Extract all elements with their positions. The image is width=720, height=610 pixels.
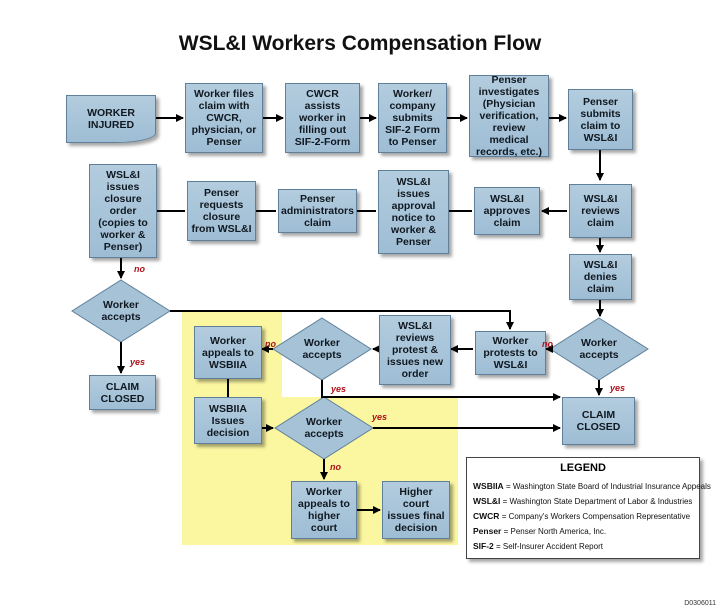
box-penser-submits: Penser submits claim to WSL&I — [568, 89, 633, 150]
box-cwcr-assists: CWCR assists worker in filling out SIF-2… — [285, 83, 360, 153]
box-worker-protests: Worker protests to WSL&I — [475, 331, 546, 375]
box-reviews-protest: WSL&I reviews protest & issues new order — [379, 315, 451, 385]
legend-abbr: SIF-2 — [473, 541, 494, 551]
page-title: WSL&I Workers Compensation Flow — [178, 32, 542, 55]
legend-abbr: Penser — [473, 526, 502, 536]
box-penser-requests-closure: Penser requests closure from WSL&I — [187, 181, 256, 241]
diamond-accepts-lower-label: Worker accepts — [304, 416, 344, 440]
legend-abbr: CWCR — [473, 511, 500, 521]
box-issues-closure-order: WSL&I issues closure order (copies to wo… — [89, 164, 157, 258]
legend: LEGEND WSBIIA = Washington State Board o… — [466, 457, 711, 559]
legend-abbr: WSBIIA — [473, 481, 504, 491]
box-wsbiia-decision: WSBIIA Issues decision — [194, 397, 262, 444]
diamond-accepts-right-label: Worker accepts — [579, 337, 619, 361]
edge-label-yes-lower: yes — [372, 412, 388, 422]
box-company-submits: Worker/ company submits SIF-2 Form to Pe… — [378, 83, 447, 153]
box-penser-administrators: Penser administrators claim — [278, 189, 357, 233]
legend-desc: = Company's Workers Compensation Represe… — [501, 512, 691, 521]
box-worker-injured: WORKER INJURED — [66, 95, 156, 143]
legend-desc: = Washington State Board of Industrial I… — [505, 482, 711, 491]
box-wsli-approves: WSL&I approves claim — [474, 187, 540, 235]
edge-label-yes-right: yes — [610, 383, 626, 393]
edge-label-no-right: no — [542, 339, 553, 349]
box-appeals-wsbiia: Worker appeals to WSBIIA — [194, 326, 262, 379]
edge-label-yes-left: yes — [130, 357, 146, 367]
box-claim-closed-left: CLAIM CLOSED — [89, 375, 156, 410]
box-penser-investigates: Penser investigates (Physician verificat… — [469, 74, 549, 158]
document-code: D0306011 — [684, 600, 716, 607]
edge-label-no-middle: no — [265, 339, 276, 349]
legend-desc: = Self-Insurer Accident Report — [496, 542, 603, 551]
box-higher-court-decision: Higher court issues final decision — [382, 481, 450, 539]
box-wsli-denies: WSL&I denies claim — [569, 254, 632, 300]
legend-row: WSL&I = Washington State Department of L… — [473, 494, 693, 509]
edge-label-no-closure: no — [134, 264, 145, 274]
box-worker-files-claim: Worker files claim with CWCR, physician,… — [185, 83, 263, 153]
legend-abbr: WSL&I — [473, 496, 501, 506]
legend-row: WSBIIA = Washington State Board of Indus… — [473, 479, 711, 494]
box-approval-notice: WSL&I issues approval notice to worker &… — [378, 170, 449, 254]
diamond-accepts-left-label: Worker accepts — [101, 299, 141, 323]
box-wsli-reviews: WSL&I reviews claim — [569, 184, 632, 238]
legend-title: LEGEND — [560, 462, 606, 474]
legend-desc: = Penser North America, Inc. — [503, 527, 607, 536]
box-appeals-higher-court: Worker appeals to higher court — [291, 481, 357, 539]
edge-label-yes-middle: yes — [331, 384, 347, 394]
legend-row: Penser = Penser North America, Inc. — [473, 524, 693, 539]
diamond-accepts-middle-label: Worker accepts — [302, 337, 342, 361]
legend-row: CWCR = Company's Workers Compensation Re… — [473, 509, 693, 524]
box-claim-closed-right: CLAIM CLOSED — [562, 397, 635, 445]
legend-desc: = Washington State Department of Labor &… — [502, 497, 693, 506]
legend-row: SIF-2 = Self-Insurer Accident Report — [473, 539, 693, 554]
edge-label-no-lower: no — [330, 462, 341, 472]
